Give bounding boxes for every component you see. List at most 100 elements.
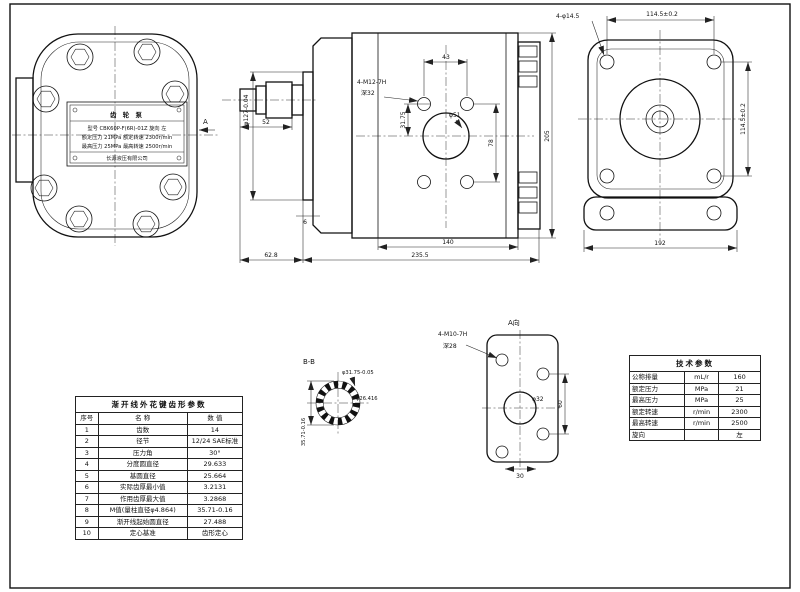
nameplate-title: 齿 轮 泵 bbox=[110, 110, 144, 119]
cell: 最高压力 bbox=[628, 394, 686, 407]
m10-hole bbox=[495, 353, 509, 367]
cell: 1 bbox=[75, 423, 99, 436]
corner-holes-callout: 4-φ14.5 bbox=[556, 13, 579, 20]
table-row: 最高压力 MPa 25 bbox=[628, 394, 761, 407]
sheet-border bbox=[9, 3, 791, 589]
dim-spline-measure: 35.71-0.16 bbox=[301, 418, 307, 446]
cell: 21 bbox=[718, 382, 761, 395]
rear-plate bbox=[517, 41, 541, 230]
col-index: 序号 bbox=[75, 412, 99, 425]
cell: 额定压力 bbox=[628, 382, 686, 395]
cell: MPa bbox=[684, 382, 720, 395]
bolt-icon bbox=[66, 43, 94, 71]
dim-row-spacing: 78 bbox=[488, 139, 495, 147]
view-a-arrow-label: A bbox=[203, 118, 208, 126]
cell: 35.71-0.16 bbox=[186, 504, 244, 517]
cell: 9 bbox=[75, 515, 99, 528]
cell: 基圆直径 bbox=[97, 469, 188, 482]
cell: 公称排量 bbox=[628, 371, 686, 384]
table-row: 7 作用齿厚最大值 3.2868 bbox=[75, 492, 244, 505]
view-a: A向 4-M10-7H 深28 φ32 60 30 bbox=[438, 318, 569, 480]
col-value: 数 值 bbox=[186, 412, 244, 425]
flange-hole bbox=[599, 54, 615, 70]
spline-root-circle bbox=[322, 387, 354, 419]
cell: 压力角 bbox=[97, 446, 188, 459]
thread-callout: 4-M12-7H bbox=[357, 79, 386, 86]
pilot-circle bbox=[619, 78, 701, 160]
table-row: 3 压力角 30° bbox=[75, 446, 244, 459]
dim-height: 205 bbox=[544, 130, 551, 142]
m12-hole bbox=[417, 175, 431, 189]
cell: 最高转速 bbox=[628, 417, 686, 430]
table-row: 公称排量 mL/r 160 bbox=[628, 371, 761, 384]
flange-hole bbox=[706, 54, 722, 70]
cell: 3.2131 bbox=[186, 481, 244, 494]
table-row: 2 径节 12/24 SAE标准 bbox=[75, 435, 244, 448]
col-name: 名 称 bbox=[97, 412, 188, 425]
bolt-icon bbox=[30, 174, 58, 202]
cell: 25 bbox=[718, 394, 761, 407]
dim-hole-span-h: 114.5±0.2 bbox=[646, 11, 678, 18]
nameplate-maker: 长源液压有限公司 bbox=[106, 154, 148, 162]
cell: 2500 bbox=[718, 417, 761, 430]
bolt-icon bbox=[32, 85, 60, 113]
cell: 25.664 bbox=[186, 469, 244, 482]
cell: MPa bbox=[684, 394, 720, 407]
cell: 27.488 bbox=[186, 515, 244, 528]
cell: 4 bbox=[75, 458, 99, 471]
dim-spline-root: φ26.416 bbox=[356, 396, 378, 402]
cell: 齿形定心 bbox=[186, 527, 244, 540]
pump-body-outline bbox=[32, 33, 198, 238]
mounting-base bbox=[583, 196, 738, 231]
table-row: 10 定心基准 齿形定心 bbox=[75, 527, 244, 540]
cell: 10 bbox=[75, 527, 99, 540]
dim-total-length: 235.5 bbox=[411, 252, 428, 259]
cell: 29.633 bbox=[186, 458, 244, 471]
spline-teeth bbox=[316, 381, 360, 425]
table-row: 1 齿数 14 bbox=[75, 423, 244, 436]
cell: 齿数 bbox=[97, 423, 188, 436]
dim-pilot-dia: φ127-0.04 bbox=[243, 94, 250, 125]
dim-spline-length: 52 bbox=[262, 119, 270, 126]
dim-base-width: 192 bbox=[654, 240, 666, 247]
m10-callout: 4-M10-7H bbox=[438, 331, 467, 338]
cell: 旋向 bbox=[628, 428, 686, 441]
nameplate-max: 最高压力 25MPa 最高转速 2500r/min bbox=[82, 142, 172, 150]
dim-view-a-span-h: 30 bbox=[516, 473, 524, 480]
cell: 额定转速 bbox=[628, 405, 686, 418]
dim-body-length: 140 bbox=[442, 239, 454, 246]
cell: 2300 bbox=[718, 405, 761, 418]
nameplate: 齿 轮 泵 型号 CBK60P-F(6R)-01Z 旋向 左 额定压力 21MP… bbox=[66, 101, 188, 167]
cell: 7 bbox=[75, 492, 99, 505]
m12-hole bbox=[460, 175, 474, 189]
m10-hole bbox=[536, 427, 550, 441]
base-hole bbox=[599, 205, 615, 221]
dim-hole-spacing: 43 bbox=[442, 54, 450, 61]
front-view: 齿 轮 泵 型号 CBK60P-F(6R)-01Z 旋向 左 额定压力 21MP… bbox=[12, 26, 218, 246]
spline-table-title: 渐开线外花键齿形参数 bbox=[75, 396, 243, 412]
cell: 分度圆直径 bbox=[97, 458, 188, 471]
bolt-icon bbox=[133, 38, 161, 66]
spline-param-table: 渐开线外花键齿形参数 序号 名 称 数 值 1 齿数 14 2 径节 12/24… bbox=[75, 396, 244, 540]
view-a-bore bbox=[503, 391, 537, 425]
center-bore bbox=[422, 112, 470, 160]
cell: 2 bbox=[75, 435, 99, 448]
cell: 8 bbox=[75, 504, 99, 517]
cell: 实际齿厚最小值 bbox=[97, 481, 188, 494]
pump-housing bbox=[351, 32, 519, 239]
cell: 12/24 SAE标准 bbox=[186, 435, 244, 448]
flange-hole bbox=[599, 168, 615, 184]
tech-param-table: 技术参数 公称排量 mL/r 160 额定压力 MPa 21 最高压力 MPa … bbox=[628, 355, 761, 441]
rear-view: 4-φ14.5 114.5±0.2 114.5±0.2 192 bbox=[556, 11, 752, 252]
cell: 14 bbox=[186, 423, 244, 436]
rear-flange bbox=[587, 39, 734, 199]
dim-spline-tip: φ31.75-0.05 bbox=[342, 370, 374, 376]
shaft-hole bbox=[651, 110, 669, 128]
front-cover bbox=[312, 37, 353, 234]
cell: 3 bbox=[75, 446, 99, 459]
bolt-icon bbox=[65, 205, 93, 233]
cell: 定心基准 bbox=[97, 527, 188, 540]
cell: 作用齿厚最大值 bbox=[97, 492, 188, 505]
bolt-icon bbox=[161, 80, 189, 108]
